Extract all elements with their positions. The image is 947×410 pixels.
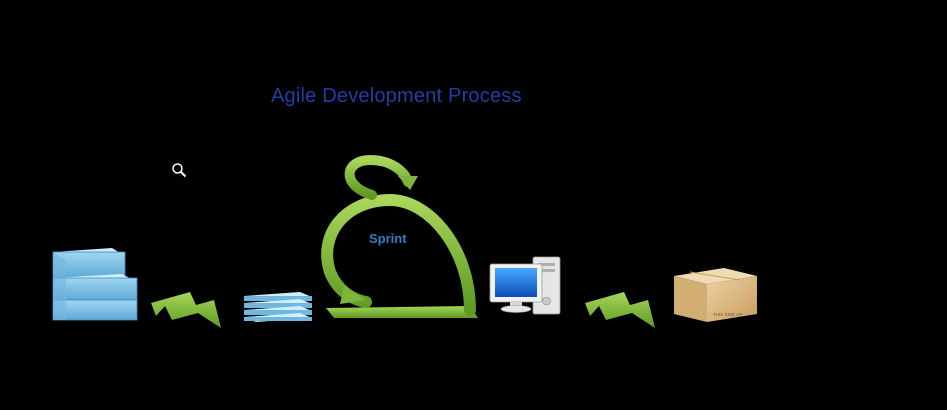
flow-arrow-icon [151,292,221,328]
stacked-blocks-icon [52,248,138,321]
magnifier-cursor-icon[interactable] [171,162,187,178]
box-stamp: THIS SIDE UP [713,312,743,317]
flow-arrow-icon [585,292,655,328]
stacked-plates-icon [244,292,312,322]
sprint-label: Sprint [369,231,407,246]
circular-arrow-icon [321,154,478,318]
shipping-box-icon: THIS SIDE UP [674,268,757,322]
desktop-computer-icon [489,256,561,315]
diagram-title: Agile Development Process [271,85,522,107]
